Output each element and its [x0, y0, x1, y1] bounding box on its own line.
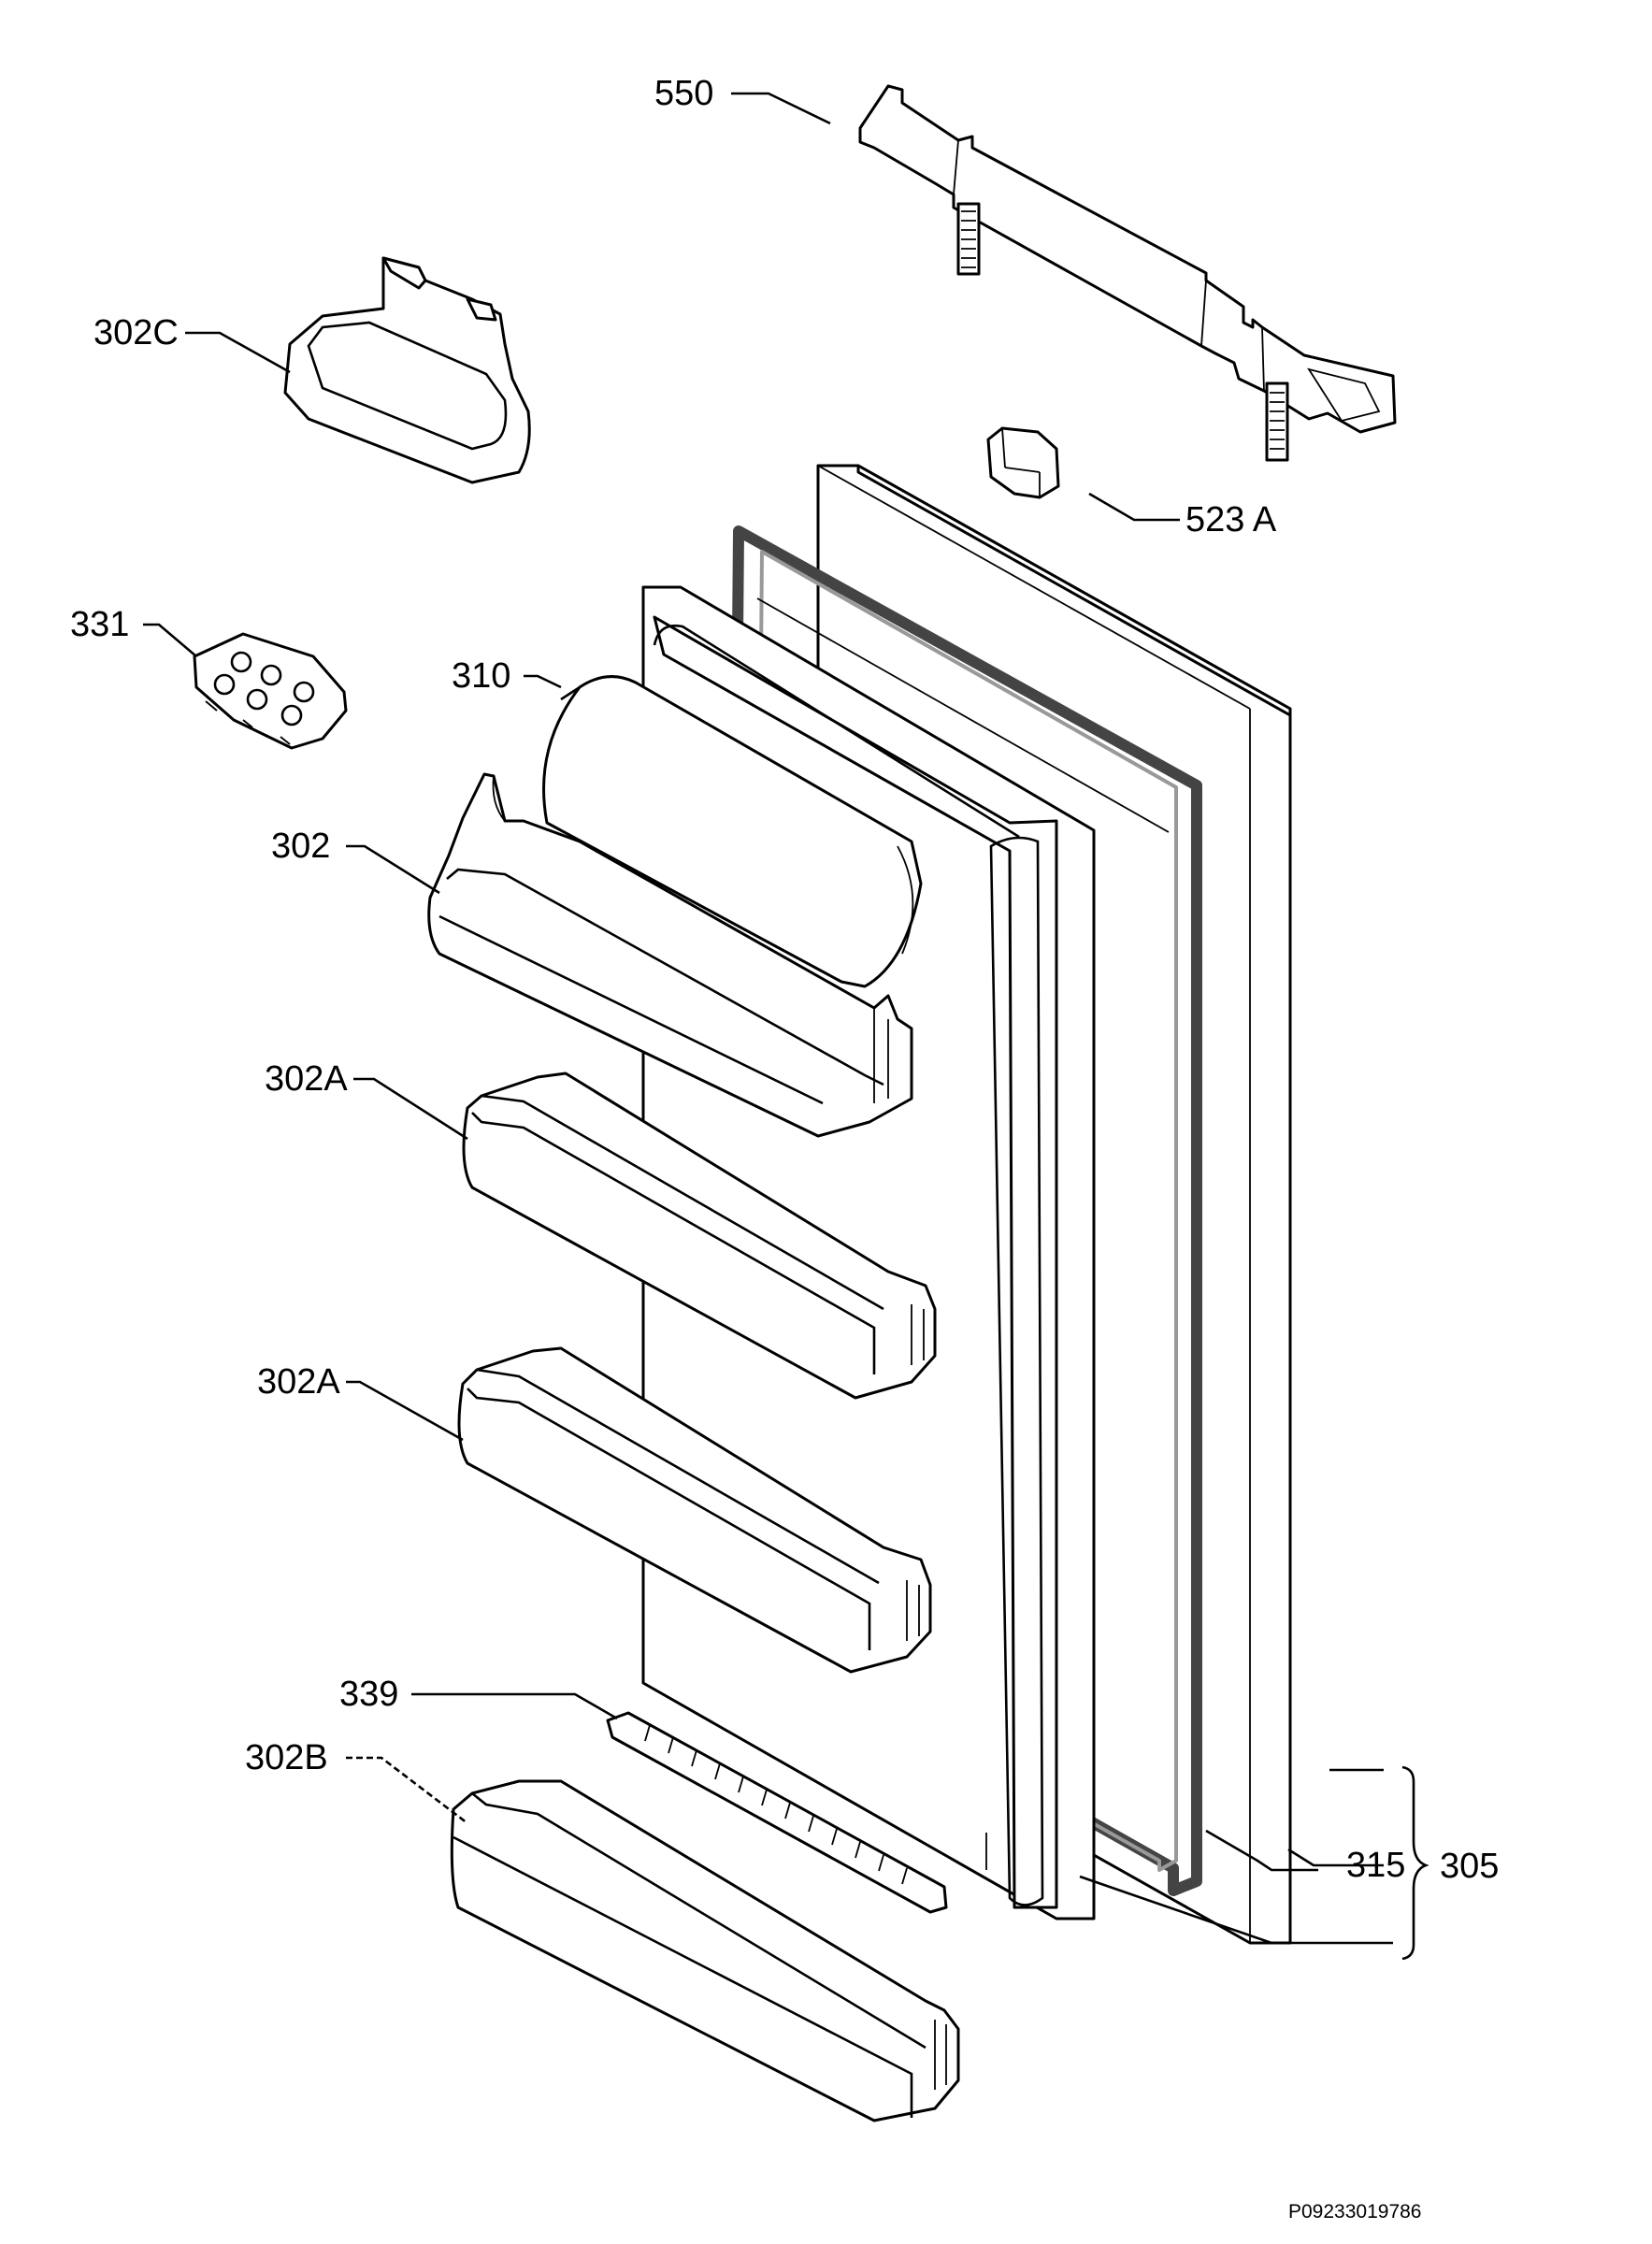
footer-code: P09233019786 — [1288, 2201, 1421, 2222]
hinge-cover-550 — [858, 84, 1397, 462]
large-door-shelf-302 — [427, 772, 913, 1138]
label-339: 339 — [339, 1675, 398, 1714]
label-550: 550 — [654, 74, 713, 113]
label-310: 310 — [452, 656, 510, 696]
bottle-shelf-302b — [450, 1779, 960, 2122]
label-302b: 302B — [245, 1738, 328, 1777]
door-shelf-302a-lower — [457, 1346, 932, 1674]
label-302: 302 — [271, 827, 330, 866]
label-302a-upper: 302A — [265, 1059, 348, 1099]
small-shelf-302c — [283, 256, 531, 484]
label-523a: 523 A — [1185, 500, 1277, 539]
callout-labels: 550 302C 523 A 331 310 302 302A 302A 339… — [70, 74, 1499, 2222]
label-331: 331 — [70, 605, 129, 644]
group-brace-305 — [1401, 1765, 1429, 1961]
label-305: 305 — [1440, 1847, 1499, 1886]
label-302a-lower: 302A — [257, 1362, 340, 1402]
leader-lines — [143, 92, 1393, 1945]
bottle-retainer-339 — [606, 1711, 948, 1914]
label-302c: 302C — [93, 313, 179, 352]
label-315: 315 — [1346, 1846, 1405, 1885]
egg-tray-331 — [193, 632, 348, 750]
hinge-block-523a — [986, 426, 1060, 499]
